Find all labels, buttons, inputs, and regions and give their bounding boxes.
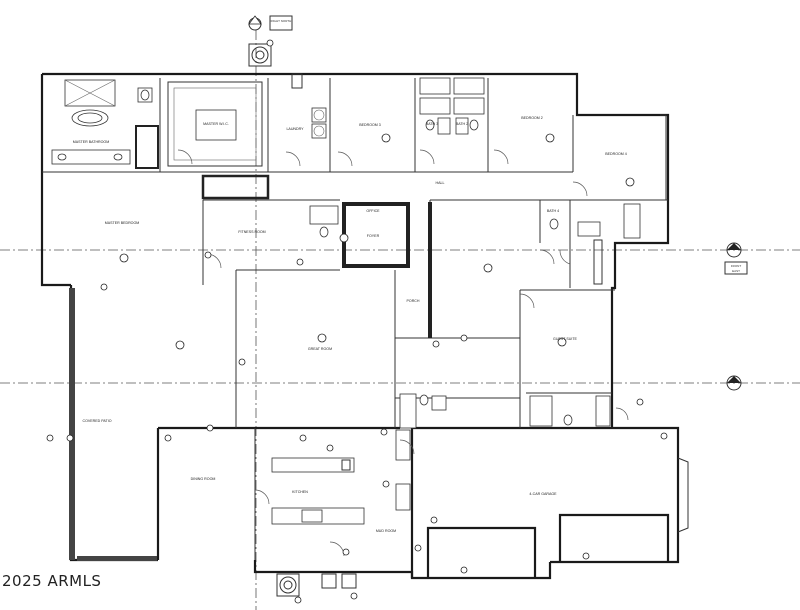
label-hall: HALL (436, 181, 445, 185)
label-4car-garage: 4-CAR GARAGE (529, 492, 557, 496)
master-wic-detail (167, 81, 263, 167)
closet-box (201, 174, 270, 200)
label-master-wic: MASTER W.I.C. (203, 122, 229, 126)
label-master-bedroom: MASTER BEDROOM (105, 221, 140, 225)
label-bath-2: BATH 2 (456, 122, 468, 126)
label-office: OFFICE (366, 209, 380, 213)
north-arrow-icon: RIGHT NORTH (248, 15, 293, 31)
guest-bath-fixtures (309, 203, 641, 429)
room-labels: MASTER BATHROOM MASTER W.I.C. LAUNDRY BE… (73, 116, 627, 533)
label-bedroom-2: BEDROOM 2 (521, 116, 543, 120)
ceiling-fan-icon (119, 133, 635, 350)
kitchen-detail (271, 429, 411, 525)
label-covered-patio: COVERED PATIO (82, 419, 111, 423)
label-fitness-room: FITNESS ROOM (238, 230, 265, 234)
electrical-outlet-icon (46, 251, 668, 604)
label-guest-suite: GUEST SUITE (553, 337, 577, 341)
label-kitchen: KITCHEN (292, 490, 308, 494)
label-bedroom-3: BEDROOM 3 (359, 123, 381, 127)
shower-box (135, 125, 159, 169)
bottom-equipment (276, 573, 357, 597)
patio-edge-bottom (77, 556, 157, 561)
patio-edge (69, 288, 75, 560)
watermark: 2025 ARMLS (2, 572, 102, 590)
label-porch: PORCH (407, 299, 420, 303)
ac-unit-icon (248, 39, 274, 67)
section-label-front: FRONT (731, 264, 741, 268)
section-lines (0, 30, 800, 610)
interior-walls (42, 78, 668, 560)
label-mud-room: MUD ROOM (376, 529, 396, 533)
wall-thick-vertical (428, 202, 432, 338)
label-bedroom-4: BEDROOM 4 (605, 152, 627, 156)
label-dining-room: DINING ROOM (191, 477, 216, 481)
bath-fixtures (419, 77, 485, 135)
garage-bump (677, 457, 689, 533)
exterior-walls (40, 72, 680, 580)
label-bath-4: BATH 4 (547, 209, 559, 213)
label-foyer: FOYER (367, 234, 380, 238)
label-laundry: LAUNDRY (286, 127, 304, 131)
section-marker-icon: FRONT EAST (724, 242, 748, 391)
label-bath-3: BATH 3 (426, 122, 438, 126)
label-great-room: GREAT ROOM (308, 347, 332, 351)
label-master-bath: MASTER BATHROOM (73, 140, 109, 144)
section-label-east: EAST (732, 269, 740, 273)
master-bath-fixtures (51, 79, 153, 165)
laundry-detail (291, 73, 327, 139)
north-note: RIGHT NORTH (271, 19, 292, 23)
bedroom4-window (660, 114, 667, 201)
